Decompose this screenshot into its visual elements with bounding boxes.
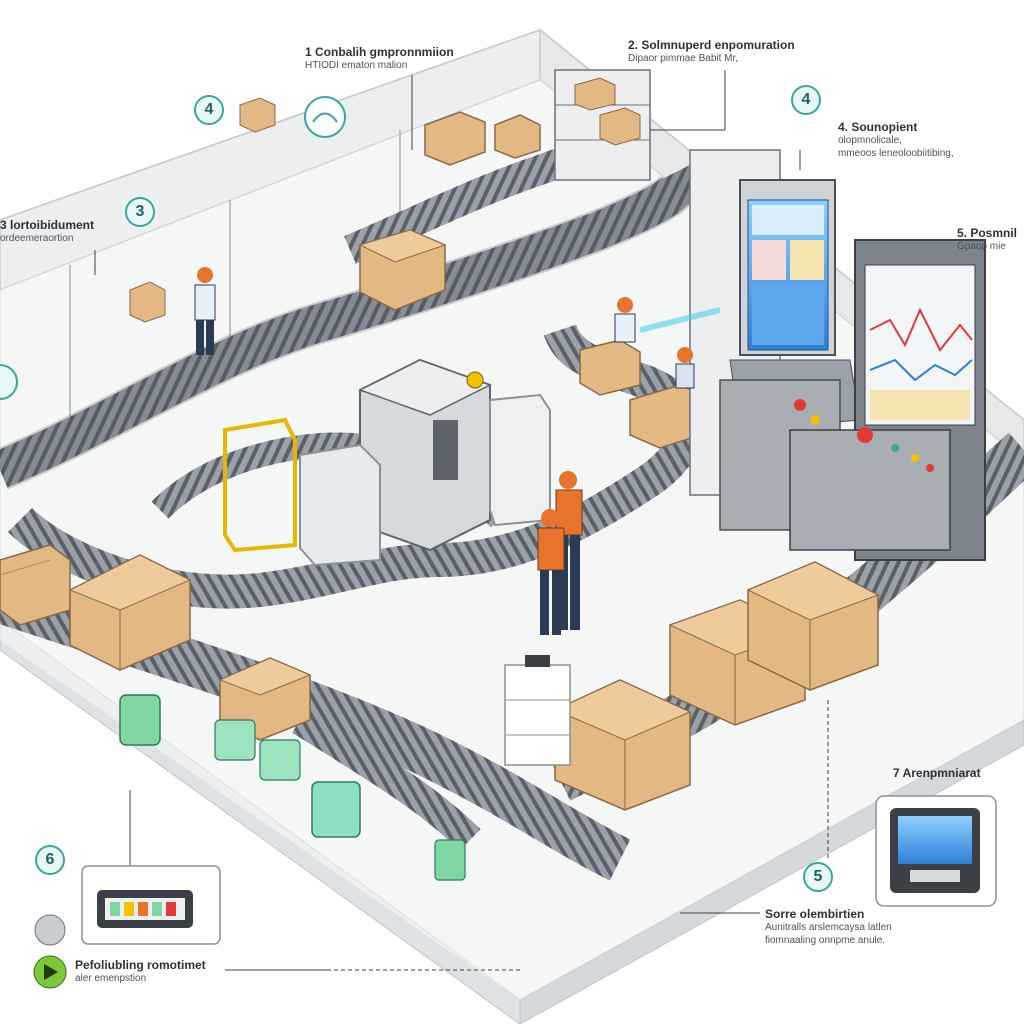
callout-8-title: Sorre olembirtien — [765, 907, 865, 921]
callout-4-desc-2: mmeoos leneoloobiitibing, — [838, 147, 954, 159]
box — [579, 339, 641, 396]
callout-4: 4. Sounopient olopmnolicale, mmeoos lene… — [838, 120, 954, 160]
callout-2-desc: Dipaor pimmae Babit Mr, — [628, 53, 739, 64]
callout-5-title: 5. Posmnil — [957, 226, 1018, 240]
callout-3-desc: ordeemeraortion — [0, 233, 74, 244]
callout-2: 2. Solmnuperd enpomuration Dipaor pimmae… — [628, 38, 795, 66]
scan-beam — [639, 307, 721, 333]
workers — [194, 267, 721, 635]
step-badge-6: 6 — [35, 845, 65, 875]
worker — [675, 347, 695, 389]
step-badge-5: 5 — [803, 862, 833, 892]
callout-8-desc: Aunitralls arslemcaysa latlen — [765, 922, 892, 933]
callout-9: Pefoliubling romotimet aler emenpstion — [75, 958, 206, 986]
callout-1: 1 Conbalih gmpronnmiion HTIODI ematon ma… — [305, 45, 454, 73]
callout-9-title: Pefoliubling romotimet — [75, 958, 206, 972]
callout-4-title: 4. Sounopient — [838, 120, 918, 134]
step-badge-4a: 4 — [194, 95, 224, 125]
boxes — [0, 97, 880, 811]
gate-frame — [223, 393, 551, 567]
worker — [194, 267, 216, 355]
callout-1-desc: HTIODI ematon malion — [305, 60, 408, 71]
callout-4-desc: olopmnolicale, — [838, 135, 902, 146]
callout-9-desc: aler emenpstion — [75, 973, 147, 984]
worker — [614, 297, 636, 343]
callout-8: Sorre olembirtien Aunitralls arslemcaysa… — [765, 907, 892, 947]
callout-1-title: 1 Conbalih gmpronnmiion — [305, 45, 454, 59]
box — [494, 114, 541, 159]
callout-3: 3 lortoibidument ordeemeraortion — [0, 218, 94, 246]
step-badge-3: 3 — [125, 197, 155, 227]
scanner-units — [119, 694, 466, 881]
callout-7: 7 Arenpmniarat — [893, 766, 981, 781]
callout-2-title: 2. Solmnuperd enpomuration — [628, 38, 795, 52]
step-badge-4b: 4 — [791, 85, 821, 115]
callout-5: 5. Posmnil Gpaop mie — [957, 226, 1017, 254]
side-icons — [0, 96, 346, 989]
box — [129, 281, 166, 323]
sorting-machine — [358, 358, 492, 552]
box — [68, 554, 192, 671]
worker — [537, 509, 565, 635]
box — [239, 97, 276, 133]
callout-3-title: 3 lortoibidument — [0, 218, 94, 232]
leader-lines — [85, 70, 829, 971]
box — [746, 561, 880, 691]
box — [0, 544, 71, 626]
callout-8-desc-2: fiomnaaling onnpme anule. — [765, 934, 886, 946]
panel-device — [875, 795, 997, 907]
callout-5-desc: Gpaop mie — [957, 241, 1006, 252]
conveyor-front-lower — [292, 707, 481, 851]
box — [553, 679, 692, 811]
callout-7-title: 7 Arenpmniarat — [893, 766, 981, 780]
counter-display — [81, 865, 221, 945]
box — [424, 111, 486, 166]
cart — [504, 655, 571, 766]
shelving-rack — [554, 69, 651, 181]
control-station — [689, 149, 986, 561]
box — [358, 229, 447, 311]
